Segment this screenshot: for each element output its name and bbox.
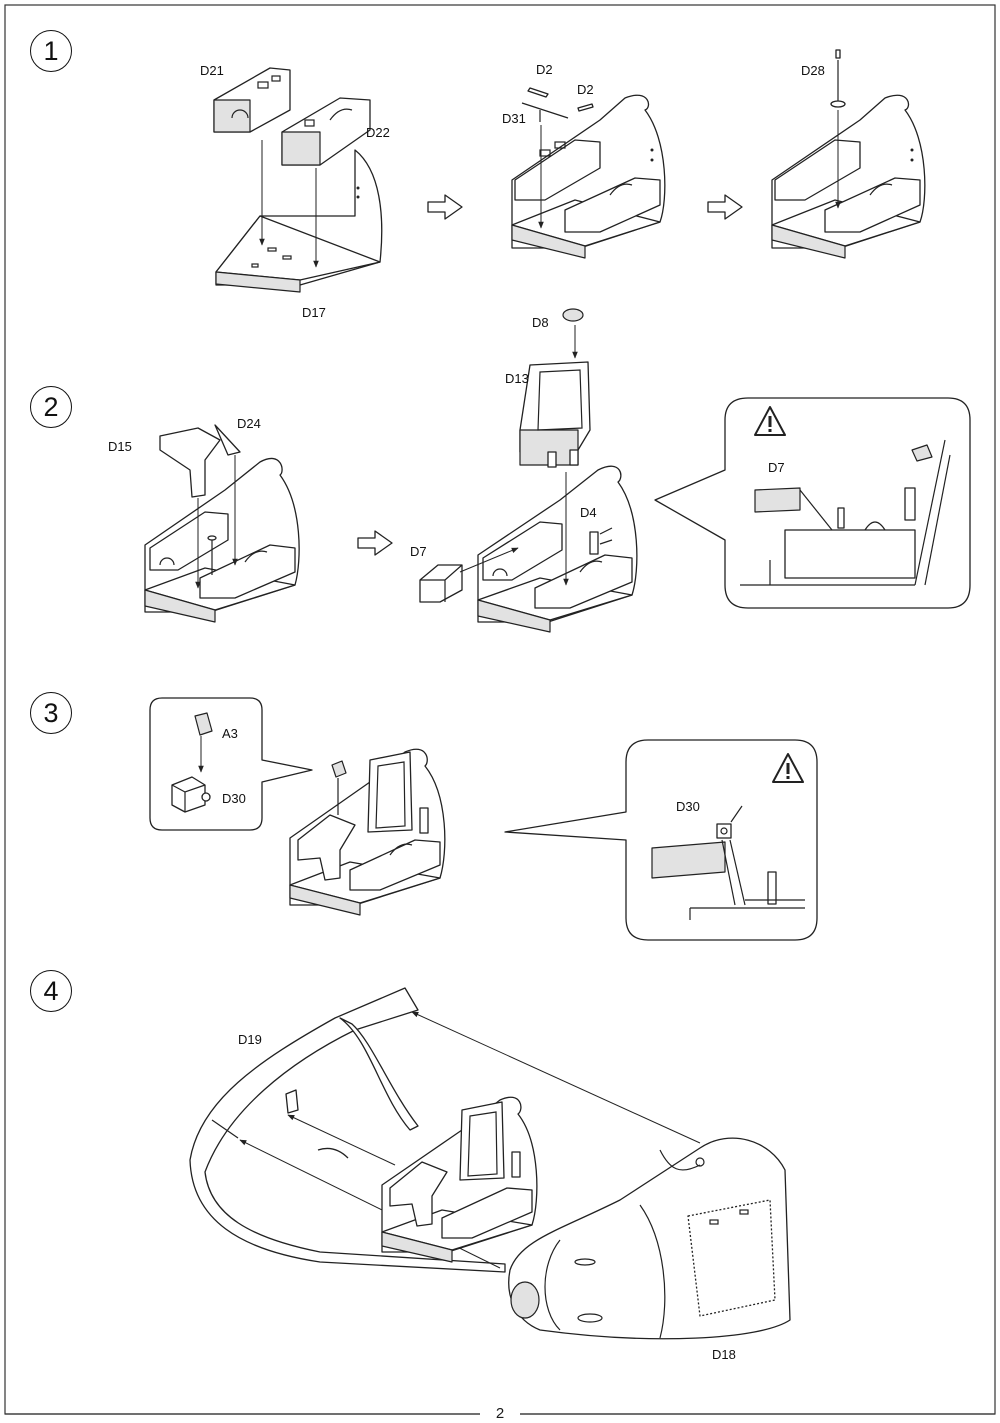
step-1-floor-assembly — [215, 149, 383, 293]
step-4-cockpit-assembly — [381, 1096, 538, 1263]
label-d15: D15 — [108, 439, 132, 454]
label-d28: D28 — [801, 63, 825, 78]
step-arrow-1a — [427, 194, 463, 220]
label-d2-a: D2 — [536, 62, 553, 77]
warning-triangle-icon — [772, 753, 804, 783]
step-number-3: 3 — [30, 692, 72, 734]
step-arrow-1b — [707, 194, 743, 220]
label-d17: D17 — [302, 305, 326, 320]
step-number-2: 2 — [30, 386, 72, 428]
part-d18 — [508, 1137, 791, 1340]
step-arrow-2 — [357, 530, 393, 556]
warning-triangle-icon — [754, 406, 786, 436]
step-2-drawing — [144, 308, 971, 633]
label-d21: D21 — [200, 63, 224, 78]
part-d8 — [562, 308, 584, 322]
label-d30-inset: D30 — [222, 791, 246, 806]
label-d13: D13 — [505, 371, 529, 386]
detail-callout-3 — [504, 739, 818, 941]
part-d19 — [189, 987, 506, 1273]
label-d19: D19 — [238, 1032, 262, 1047]
label-d4: D4 — [580, 505, 597, 520]
step-1-drawing — [213, 49, 926, 293]
label-d31: D31 — [502, 111, 526, 126]
label-d22: D22 — [366, 125, 390, 140]
label-d7-main: D7 — [410, 544, 427, 559]
step-2-assembly-left — [144, 424, 300, 623]
parts-inset-3 — [149, 697, 313, 831]
step-3-drawing — [149, 697, 818, 941]
part-d13 — [519, 361, 591, 468]
detail-2-drawing — [740, 439, 951, 586]
step-number-4: 4 — [30, 970, 72, 1012]
step-1-assembly-b — [511, 87, 666, 259]
part-d22 — [281, 97, 371, 166]
label-d2-b: D2 — [577, 82, 594, 97]
label-d7-detail: D7 — [768, 460, 785, 475]
part-d30 — [171, 776, 211, 813]
step-4-drawing — [189, 987, 791, 1340]
part-d21 — [213, 67, 291, 133]
part-a3 — [194, 712, 213, 736]
label-d30-detail: D30 — [676, 799, 700, 814]
step-2-assembly-right — [477, 465, 638, 633]
label-d18: D18 — [712, 1347, 736, 1362]
step-3-assembly — [289, 748, 446, 916]
detail-3-drawing — [651, 805, 805, 920]
page-number: 2 — [480, 1405, 520, 1423]
step-1-assembly-c — [771, 49, 926, 259]
label-d8: D8 — [532, 315, 549, 330]
label-a3: A3 — [222, 726, 238, 741]
step-number-1: 1 — [30, 30, 72, 72]
label-d24: D24 — [237, 416, 261, 431]
